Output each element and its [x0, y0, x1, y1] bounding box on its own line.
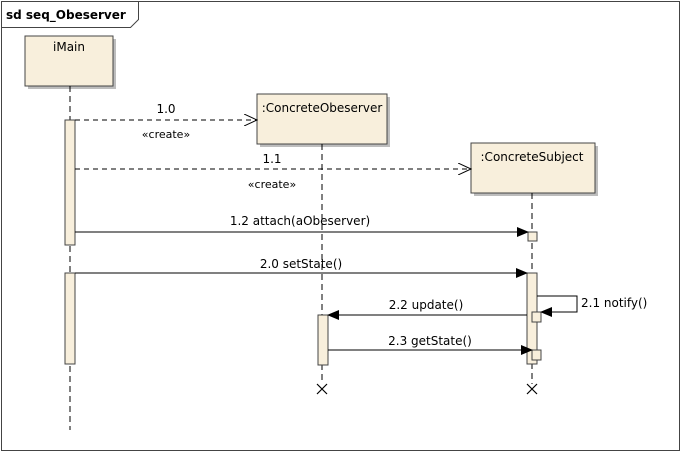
activation-subject-getstate	[531, 349, 542, 361]
message-2-2-label: 2.2 update()	[389, 298, 464, 312]
message-1-1-stereotype: «create»	[248, 178, 296, 191]
lifeline-subject[interactable]: :ConcreteSubject	[470, 142, 598, 395]
lifeline-subject-destroy-x	[526, 383, 538, 395]
message-1-1[interactable]: 1.1 «create»	[75, 152, 471, 191]
activation-imain-1	[64, 119, 76, 246]
message-1-1-label: 1.1	[262, 152, 281, 166]
lifeline-observer-destroy-x	[316, 383, 328, 395]
message-1-0[interactable]: 1.0 «create»	[75, 102, 257, 141]
activation-imain-2	[64, 272, 76, 365]
message-2-1-label: 2.1 notify()	[581, 296, 647, 310]
lifeline-imain-box	[24, 35, 114, 87]
activation-subject-notify	[531, 311, 542, 323]
message-1-2[interactable]: 1.2 attach(aObeserver)	[75, 214, 529, 237]
frame-title-tab	[1, 1, 139, 28]
message-2-0[interactable]: 2.0 setState()	[75, 257, 528, 278]
message-2-3[interactable]: 2.3 getState()	[328, 334, 533, 355]
lifeline-imain-label: iMain	[53, 40, 85, 54]
lifeline-observer-label: :ConcreteObeserver	[262, 101, 383, 115]
activation-subject-attach	[527, 231, 538, 242]
frame-title: sd seq_Obeserver	[6, 8, 126, 23]
lifeline-subject-label: :ConcreteSubject	[481, 150, 584, 164]
activation-observer-update	[317, 314, 329, 366]
message-1-0-label: 1.0	[156, 102, 175, 116]
message-1-2-label: 1.2 attach(aObeserver)	[230, 214, 370, 228]
message-2-1[interactable]: 2.1 notify()	[537, 295, 647, 317]
lifeline-imain[interactable]: iMain	[24, 35, 116, 430]
message-2-2[interactable]: 2.2 update()	[327, 298, 527, 320]
message-2-1-arrow	[537, 295, 578, 317]
message-2-3-label: 2.3 getState()	[388, 334, 472, 348]
message-2-0-label: 2.0 setState()	[260, 257, 342, 271]
message-1-0-stereotype: «create»	[142, 128, 190, 141]
lifeline-subject-box	[470, 142, 596, 194]
